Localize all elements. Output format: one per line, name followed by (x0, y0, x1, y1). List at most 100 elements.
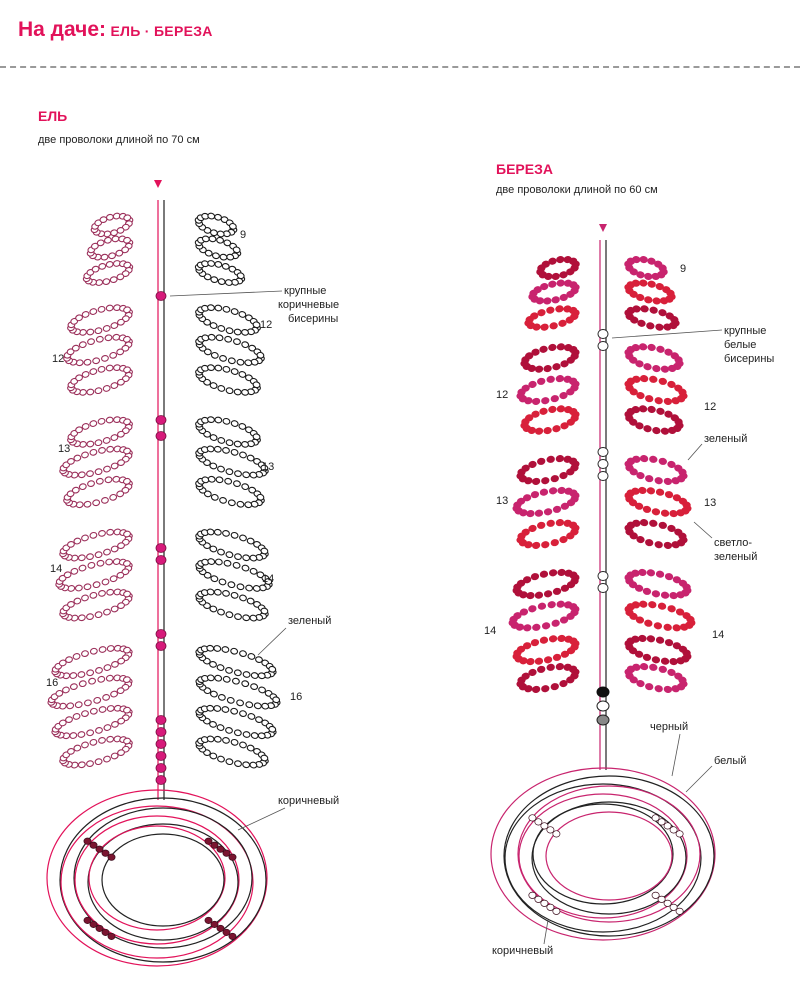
bead (94, 327, 103, 335)
base-bead (107, 853, 116, 861)
bead (81, 371, 90, 378)
bead (639, 663, 649, 671)
bead (663, 397, 673, 405)
bead (638, 343, 648, 351)
bead (219, 253, 228, 261)
leaf (195, 558, 273, 592)
bead (89, 738, 98, 746)
bead (552, 363, 561, 371)
bead (123, 261, 132, 269)
stem-bead (155, 555, 167, 565)
bead (81, 710, 89, 717)
bead (238, 423, 247, 430)
bead (651, 272, 660, 281)
bead (83, 583, 92, 591)
bead (543, 427, 552, 435)
bead (678, 388, 687, 396)
bead (666, 289, 675, 297)
birch-label-large-2: белые (724, 339, 756, 351)
bead (566, 388, 575, 396)
leaf (67, 364, 133, 396)
bead (236, 583, 245, 591)
bead (654, 397, 663, 405)
bead (531, 410, 540, 418)
bead (537, 377, 546, 385)
page-title: На даче: (18, 18, 107, 41)
birch-count: 13 (496, 495, 508, 507)
bead (227, 357, 236, 365)
bead (95, 727, 103, 734)
bead (253, 702, 262, 710)
leaf (59, 445, 133, 479)
bead (674, 418, 683, 426)
bead (632, 375, 641, 383)
leaf (516, 455, 580, 485)
base-bead (210, 841, 219, 849)
bead (215, 476, 224, 484)
bead (216, 230, 225, 238)
bead (268, 725, 277, 733)
base-bead (546, 903, 555, 911)
bead (74, 701, 83, 709)
bead (216, 724, 225, 731)
bead (534, 365, 544, 373)
bead (110, 752, 119, 760)
base-wire (545, 811, 673, 901)
bead (660, 509, 670, 517)
bead (550, 683, 559, 691)
leader-line (543, 919, 549, 945)
bead (66, 702, 75, 710)
leaf (90, 212, 134, 238)
bead (556, 343, 566, 351)
birch-count: 12 (496, 389, 508, 401)
bead (548, 405, 557, 413)
spruce-label-large-3: бисерины (288, 313, 338, 325)
bead (233, 480, 241, 488)
bead (239, 710, 247, 717)
bead (111, 720, 119, 728)
bead (213, 705, 222, 712)
leaf (528, 279, 580, 305)
bead (268, 665, 277, 673)
bead (530, 491, 540, 499)
bead (242, 671, 251, 678)
leaf (520, 343, 580, 373)
bead (227, 581, 236, 589)
bead (213, 445, 222, 453)
bead (548, 280, 557, 288)
bead (109, 493, 118, 501)
stem-bead (155, 739, 167, 749)
bead (221, 646, 230, 653)
bead (123, 418, 131, 426)
bead (519, 608, 529, 616)
bead (81, 650, 89, 657)
bead (233, 328, 242, 336)
bead (660, 365, 670, 373)
bead (97, 675, 106, 683)
bead (521, 384, 530, 392)
stem-bead (597, 571, 609, 581)
base-wire (518, 793, 688, 919)
bead (546, 375, 555, 383)
bead (534, 657, 544, 665)
bead (96, 559, 105, 567)
bead (103, 608, 111, 616)
base-wire (88, 825, 226, 931)
bead (78, 341, 87, 349)
leaf (195, 644, 277, 680)
leaf (516, 519, 580, 549)
bead (230, 531, 239, 539)
bead (523, 624, 532, 632)
bead (225, 758, 234, 766)
bead (568, 257, 578, 265)
bead (521, 464, 530, 472)
bead (238, 371, 247, 378)
bead (548, 635, 558, 643)
bead (252, 321, 261, 329)
bead (649, 455, 658, 463)
base-bead (216, 924, 225, 932)
bead (568, 665, 578, 673)
leaf (624, 405, 684, 435)
bead (559, 680, 568, 688)
bead (101, 578, 110, 586)
